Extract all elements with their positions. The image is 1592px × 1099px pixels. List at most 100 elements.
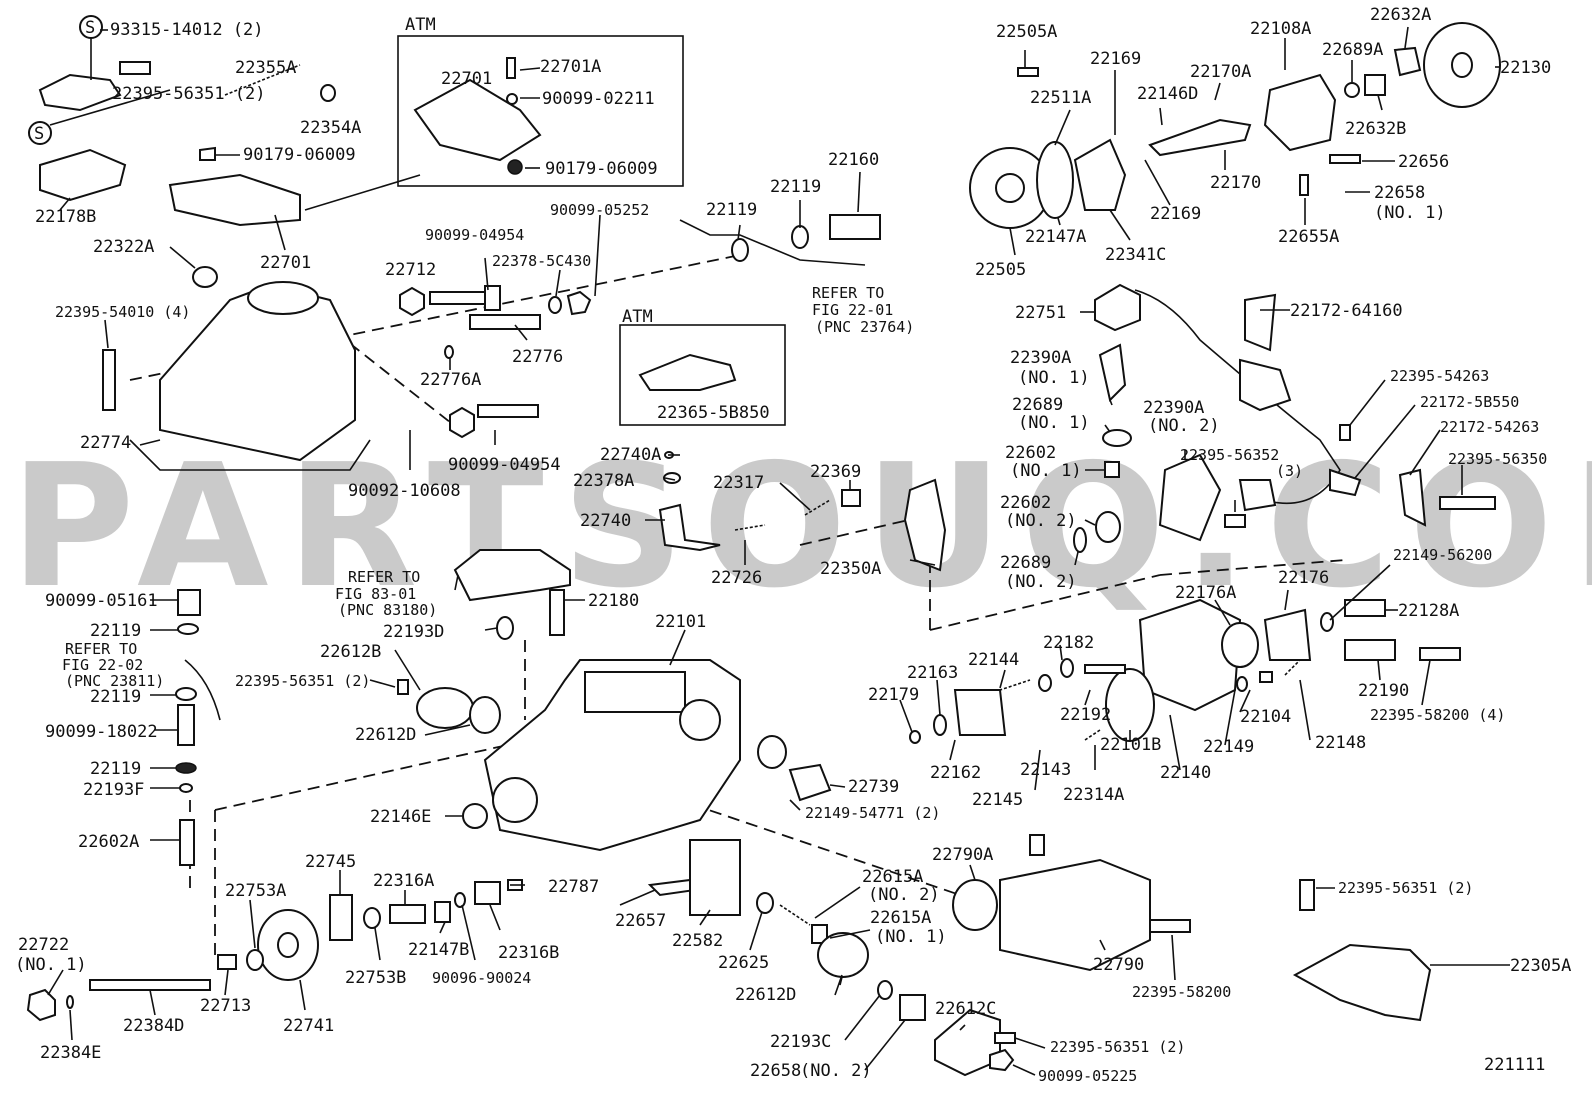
oring-part — [469, 696, 501, 734]
bracket-part — [38, 73, 122, 112]
label-22317: 22317 — [713, 473, 764, 493]
label-22722-no1: (NO. 1) — [15, 955, 87, 975]
nut-part — [399, 286, 425, 317]
atm-lever-part — [413, 78, 542, 162]
label-22612B: 22612B — [320, 642, 381, 662]
ref-text: FIG 83-01 — [335, 585, 416, 603]
label-22395-56351: 22395-56351 (2) — [1050, 1038, 1185, 1056]
label-90099-05252: 90099-05252 — [550, 201, 649, 219]
ref-text: FIG 22-02 — [62, 656, 143, 674]
connector-harness-part — [453, 549, 571, 602]
bolt-part — [477, 404, 539, 418]
gasket-part — [757, 735, 787, 769]
solenoid-part — [1239, 358, 1292, 412]
label-22395-54263: 22395-54263 — [1390, 367, 1489, 385]
bushing-part — [434, 901, 451, 923]
figure-number: 221111 — [1484, 1055, 1545, 1075]
label-22632B: 22632B — [1345, 119, 1406, 139]
washer-part — [1236, 676, 1248, 692]
lever-part — [168, 173, 301, 227]
label-90099-05161: 90099-05161 — [45, 591, 158, 611]
label-22582: 22582 — [672, 931, 723, 951]
label-22322A: 22322A — [93, 237, 154, 257]
washer-part — [1060, 658, 1074, 678]
label-22658: 22658 — [750, 1061, 801, 1081]
shaft-part — [1148, 118, 1252, 157]
key-part — [217, 954, 237, 970]
label-22378A: 22378A — [573, 471, 634, 491]
label-22149-56200: 22149-56200 — [1393, 546, 1492, 564]
label-90179-06009: 90179-06009 — [243, 145, 356, 165]
spring-part — [779, 904, 811, 926]
label-22753B: 22753B — [345, 968, 406, 988]
label-22193F: 22193F — [83, 780, 144, 800]
pipe-part — [679, 219, 866, 266]
label-22701: 22701 — [260, 253, 311, 273]
label-22395-56351: 22395-56351 (2) — [1338, 879, 1473, 897]
cylinder-part — [474, 881, 501, 905]
ref-text: FIG 22-01 — [812, 301, 893, 319]
label-22316A: 22316A — [373, 871, 434, 891]
symbol-s: S — [85, 18, 95, 38]
atm-box-top: ATM — [304, 15, 684, 211]
bolt-part — [1439, 496, 1496, 510]
bearing-part — [462, 803, 488, 829]
label-22145: 22145 — [972, 790, 1023, 810]
label-22119: 22119 — [90, 759, 141, 779]
connector-part — [1238, 479, 1277, 512]
label-22787: 22787 — [548, 877, 599, 897]
connector-part — [119, 61, 151, 75]
atm-box-title: ATM — [622, 307, 653, 327]
washer-part — [454, 892, 466, 908]
label-22160: 22160 — [828, 150, 879, 170]
label-22751: 22751 — [1015, 303, 1066, 323]
label-22753A: 22753A — [225, 881, 286, 901]
spring-part — [1084, 729, 1101, 741]
nut-part — [26, 988, 56, 1022]
label-22741: 22741 — [283, 1016, 334, 1036]
label-22190: 22190 — [1358, 681, 1409, 701]
label-22146D: 22146D — [1137, 84, 1198, 104]
label-22192: 22192 — [1060, 705, 1111, 725]
washer-part — [1038, 674, 1052, 692]
label-90099-04954: 90099-04954 — [425, 226, 524, 244]
gasket-part — [731, 238, 749, 262]
label-22128A: 22128A — [1398, 601, 1459, 621]
label-22193C: 22193C — [770, 1032, 831, 1052]
screw-part — [1259, 671, 1273, 683]
label-22390A-no1: (NO. 1) — [1018, 368, 1090, 388]
ref-text: REFER TO — [812, 284, 884, 302]
plate-part — [39, 148, 127, 202]
pin-part — [1329, 154, 1361, 164]
washer-part — [548, 296, 562, 314]
nut-part — [199, 146, 216, 161]
label-22179: 22179 — [868, 685, 919, 705]
pin-part — [1299, 174, 1309, 196]
label-22612C: 22612C — [935, 999, 996, 1019]
label-22180: 22180 — [588, 591, 639, 611]
label-22790A: 22790A — [932, 845, 993, 865]
label-22657: 22657 — [615, 911, 666, 931]
bolt-part — [1299, 879, 1315, 911]
label-22163: 22163 — [907, 663, 958, 683]
oring-part — [1221, 622, 1259, 668]
label-22726: 22726 — [711, 568, 762, 588]
label-22612D: 22612D — [735, 985, 796, 1005]
label-22395-56351: 22395-56351 (2) — [112, 84, 266, 104]
label-22395-58200: 22395-58200 (4) — [1370, 706, 1505, 724]
label-93315-14012: 93315-14012 (2) — [110, 20, 264, 40]
label-22169: 22169 — [1150, 204, 1201, 224]
spring-part — [734, 524, 766, 531]
label-22602A: 22602A — [78, 832, 139, 852]
fitting-part — [177, 704, 195, 746]
pin-part — [389, 904, 426, 924]
label-22713: 22713 — [200, 996, 251, 1016]
label-22658-no1: (NO. 1) — [1374, 203, 1446, 223]
label-22689: 22689 — [1012, 395, 1063, 415]
injection-pump-head-part — [999, 858, 1151, 972]
label-22350A: 22350A — [820, 559, 881, 579]
label-22602: 22602 — [1000, 493, 1051, 513]
label-22172-5B550: 22172-5B550 — [1420, 393, 1519, 411]
label-90092-10608: 90092-10608 — [348, 481, 461, 501]
bracket-part — [1398, 468, 1427, 527]
